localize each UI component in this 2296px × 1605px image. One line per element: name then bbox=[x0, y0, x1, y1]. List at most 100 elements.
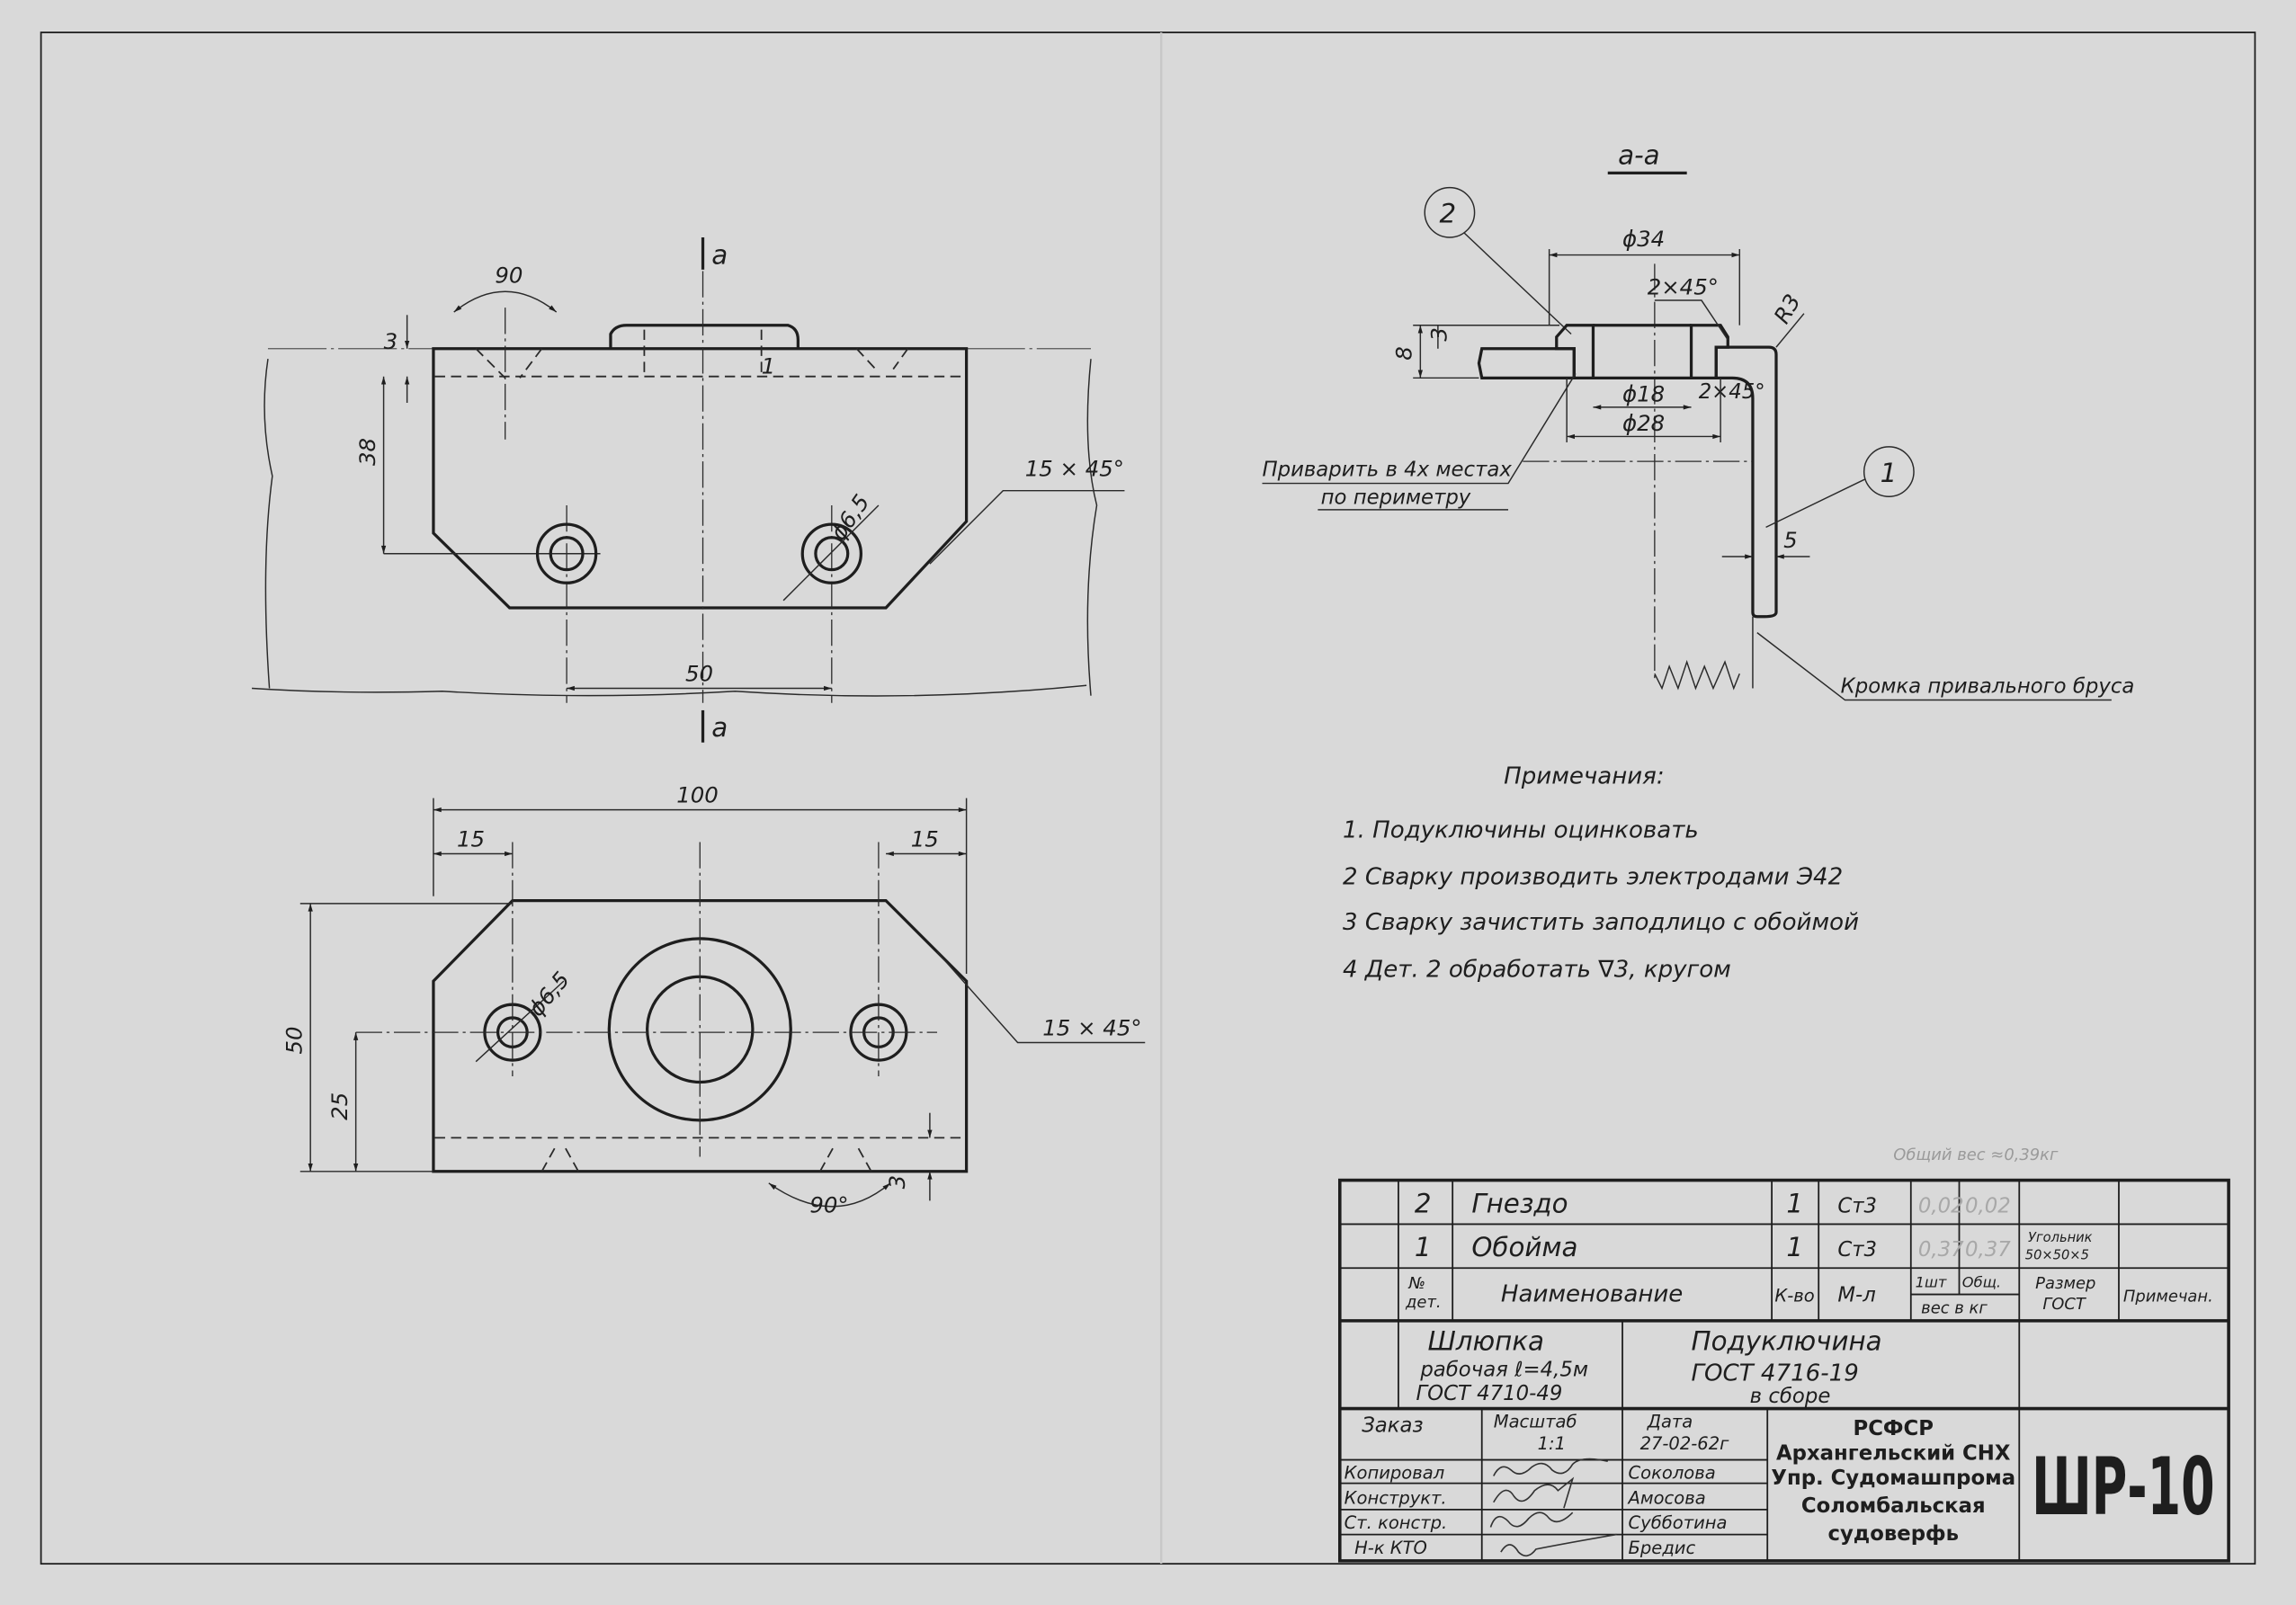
parts-row-1: 1 Обойма 1 Ст3 0,37 0,37 Угольник 50×50×… bbox=[1415, 1230, 2093, 1263]
break-zigzag bbox=[1654, 616, 1754, 691]
role-head-kto: Н-к КТО bbox=[1354, 1538, 1427, 1558]
section-mark-bottom: а bbox=[711, 712, 728, 743]
name-head-kto: Бредис bbox=[1629, 1538, 1696, 1558]
bottom-chamfer-label: 15 × 45° bbox=[1042, 1014, 1141, 1040]
drawing-subtitle: в сборе bbox=[1750, 1385, 1831, 1408]
d34-label: ϕ34 bbox=[1622, 226, 1665, 252]
part-size-line-2: 50×50×5 bbox=[2025, 1247, 2089, 1262]
drawing-standard: ГОСТ 4716-19 bbox=[1692, 1360, 1859, 1387]
notes: Примечания: 1. Подуключины оцинковать 2 … bbox=[1343, 762, 1859, 983]
chamfer-leader bbox=[936, 951, 1146, 1044]
chamfer-top-leader bbox=[1654, 299, 1729, 341]
scale-value: 1:1 bbox=[1538, 1433, 1566, 1454]
thickness-label: 5 bbox=[1783, 527, 1798, 553]
bottom-view: 100 15 15 50 25 15 × 45° ϕ6,5 90° 3 bbox=[281, 782, 1146, 1217]
signature-copied bbox=[1493, 1458, 1608, 1476]
edge-note-leader bbox=[1756, 632, 2112, 701]
parts-row-2: 2 Гнездо 1 Ст3 0,02 0,02 bbox=[1415, 1188, 2011, 1218]
signature-head-kto bbox=[1500, 1533, 1617, 1557]
org-line-3: Упр. Судомашпрома bbox=[1771, 1467, 2015, 1490]
angle-dimension bbox=[453, 290, 558, 313]
order-label: Заказ bbox=[1362, 1414, 1423, 1438]
parts-column-lines bbox=[1398, 1180, 2120, 1321]
header-weight: вес в кг bbox=[1921, 1299, 1988, 1318]
pencil-weight-note: Общий вес ≈0,39кг bbox=[1893, 1146, 2059, 1164]
mounting-hole-left bbox=[535, 522, 598, 584]
angle-dimension bbox=[768, 1182, 891, 1208]
callout-2-circle bbox=[1424, 186, 1476, 238]
note-4: 4 Дет. 2 обработать ∇3, кругом bbox=[1343, 956, 1731, 983]
callout-1-circle bbox=[1863, 446, 1915, 497]
plate-outline bbox=[432, 347, 969, 610]
note-3: 3 Сварку зачистить заподлицо с обоймой bbox=[1343, 909, 1859, 936]
header-qty: К-во bbox=[1774, 1286, 1814, 1306]
bottom-offset-right-label: 15 bbox=[911, 825, 939, 852]
org-line-1: РСФСР bbox=[1854, 1417, 1934, 1440]
name-senior-designer: Субботина bbox=[1629, 1512, 1728, 1533]
angle-flange-left bbox=[1477, 347, 1576, 379]
chamfer-small-label: 2×45° bbox=[1699, 380, 1765, 404]
part-no: 2 bbox=[1415, 1188, 1432, 1218]
hidden-countersinks bbox=[540, 1145, 872, 1173]
header-material: М-л bbox=[1837, 1284, 1875, 1307]
part-weight-total: 0,02 bbox=[1965, 1194, 2011, 1217]
angle-part-1 bbox=[1714, 345, 1778, 619]
name-designer: Амосова bbox=[1627, 1487, 1706, 1508]
header-weight-total: Общ. bbox=[1962, 1273, 2001, 1290]
socket-boss bbox=[609, 324, 800, 349]
notes-heading: Примечания: bbox=[1504, 762, 1664, 789]
drawing-code: ШР-10 bbox=[2032, 1440, 2215, 1533]
header-name: Наименование bbox=[1501, 1281, 1683, 1308]
edge-note: Кромка привального бруса bbox=[1841, 674, 2135, 698]
part-no: 1 bbox=[1415, 1232, 1432, 1262]
header-no: № bbox=[1407, 1274, 1425, 1293]
d18-label: ϕ18 bbox=[1622, 380, 1665, 406]
part-qty: 1 bbox=[1786, 1232, 1803, 1262]
role-senior-designer: Ст. констр. bbox=[1345, 1512, 1448, 1533]
break-line bbox=[264, 359, 1098, 696]
note-2: 2 Сварку производить электродами Э42 bbox=[1343, 864, 1843, 891]
object-name: Шлюпка bbox=[1427, 1325, 1544, 1356]
h8-label: 8 bbox=[1391, 346, 1417, 361]
part-weight-unit: 0,02 bbox=[1918, 1194, 1964, 1217]
org-line-4: Соломбальская bbox=[1801, 1494, 1986, 1518]
org-line-2: Архангельский СНХ bbox=[1776, 1442, 2011, 1466]
socket-ring-right bbox=[1689, 324, 1729, 379]
part-weight-total: 0,37 bbox=[1965, 1238, 2011, 1262]
top-chamfer-label: 15 × 45° bbox=[1025, 455, 1124, 481]
role-copied: Копировал bbox=[1345, 1463, 1445, 1484]
section-mark-top: а bbox=[711, 239, 728, 270]
weld-note-line-2: по периметру bbox=[1321, 486, 1471, 509]
callout-2-leader bbox=[1463, 232, 1572, 335]
bottom-height-label: 50 bbox=[281, 1026, 307, 1054]
section-dividers bbox=[1339, 1319, 2229, 1411]
chamfer-top-label: 2×45° bbox=[1648, 274, 1719, 300]
top-height-label: 38 bbox=[354, 438, 380, 466]
weld-note-line-1: Приварить в 4х местах bbox=[1262, 458, 1512, 481]
top-view: 1 90 3 38 50 15 × 45° ϕ6,5 а а bbox=[251, 237, 1125, 743]
callout-1: 1 bbox=[1881, 458, 1898, 488]
d28-label: ϕ28 bbox=[1622, 410, 1665, 436]
object-standard: ГОСТ 4710-49 bbox=[1416, 1382, 1562, 1405]
top-depth-label: 3 bbox=[384, 328, 398, 354]
chamfer-leader bbox=[929, 489, 1125, 565]
part-name: Гнездо bbox=[1471, 1188, 1568, 1218]
callout-1-leader bbox=[1765, 478, 1866, 529]
weld-note-leader bbox=[1262, 373, 1577, 485]
role-designer: Конструкт. bbox=[1345, 1487, 1447, 1508]
bottom-offset-left-label: 15 bbox=[457, 825, 485, 852]
parts-row-lines bbox=[1339, 1223, 2229, 1270]
part-material: Ст3 bbox=[1837, 1238, 1877, 1262]
title-block: 2 Гнездо 1 Ст3 0,02 0,02 1 Обойма 1 Ст3 … bbox=[1338, 1178, 2230, 1563]
section-title: а-а bbox=[1618, 140, 1659, 171]
hole-dia-leader bbox=[475, 980, 565, 1063]
part-name: Обойма bbox=[1471, 1232, 1577, 1262]
org-line-5: судоверфь bbox=[1827, 1522, 1959, 1546]
part-material: Ст3 bbox=[1837, 1194, 1877, 1217]
section-view: а-а 2 ϕ34 2×45° R3 8 3 ϕ18 2×45° ϕ bbox=[1262, 140, 2135, 701]
signature-designer bbox=[1493, 1476, 1575, 1509]
top-small-mark: 1 bbox=[762, 352, 776, 379]
callout-2: 2 bbox=[1440, 199, 1457, 229]
bottom-angle-label: 90° bbox=[809, 1191, 848, 1217]
